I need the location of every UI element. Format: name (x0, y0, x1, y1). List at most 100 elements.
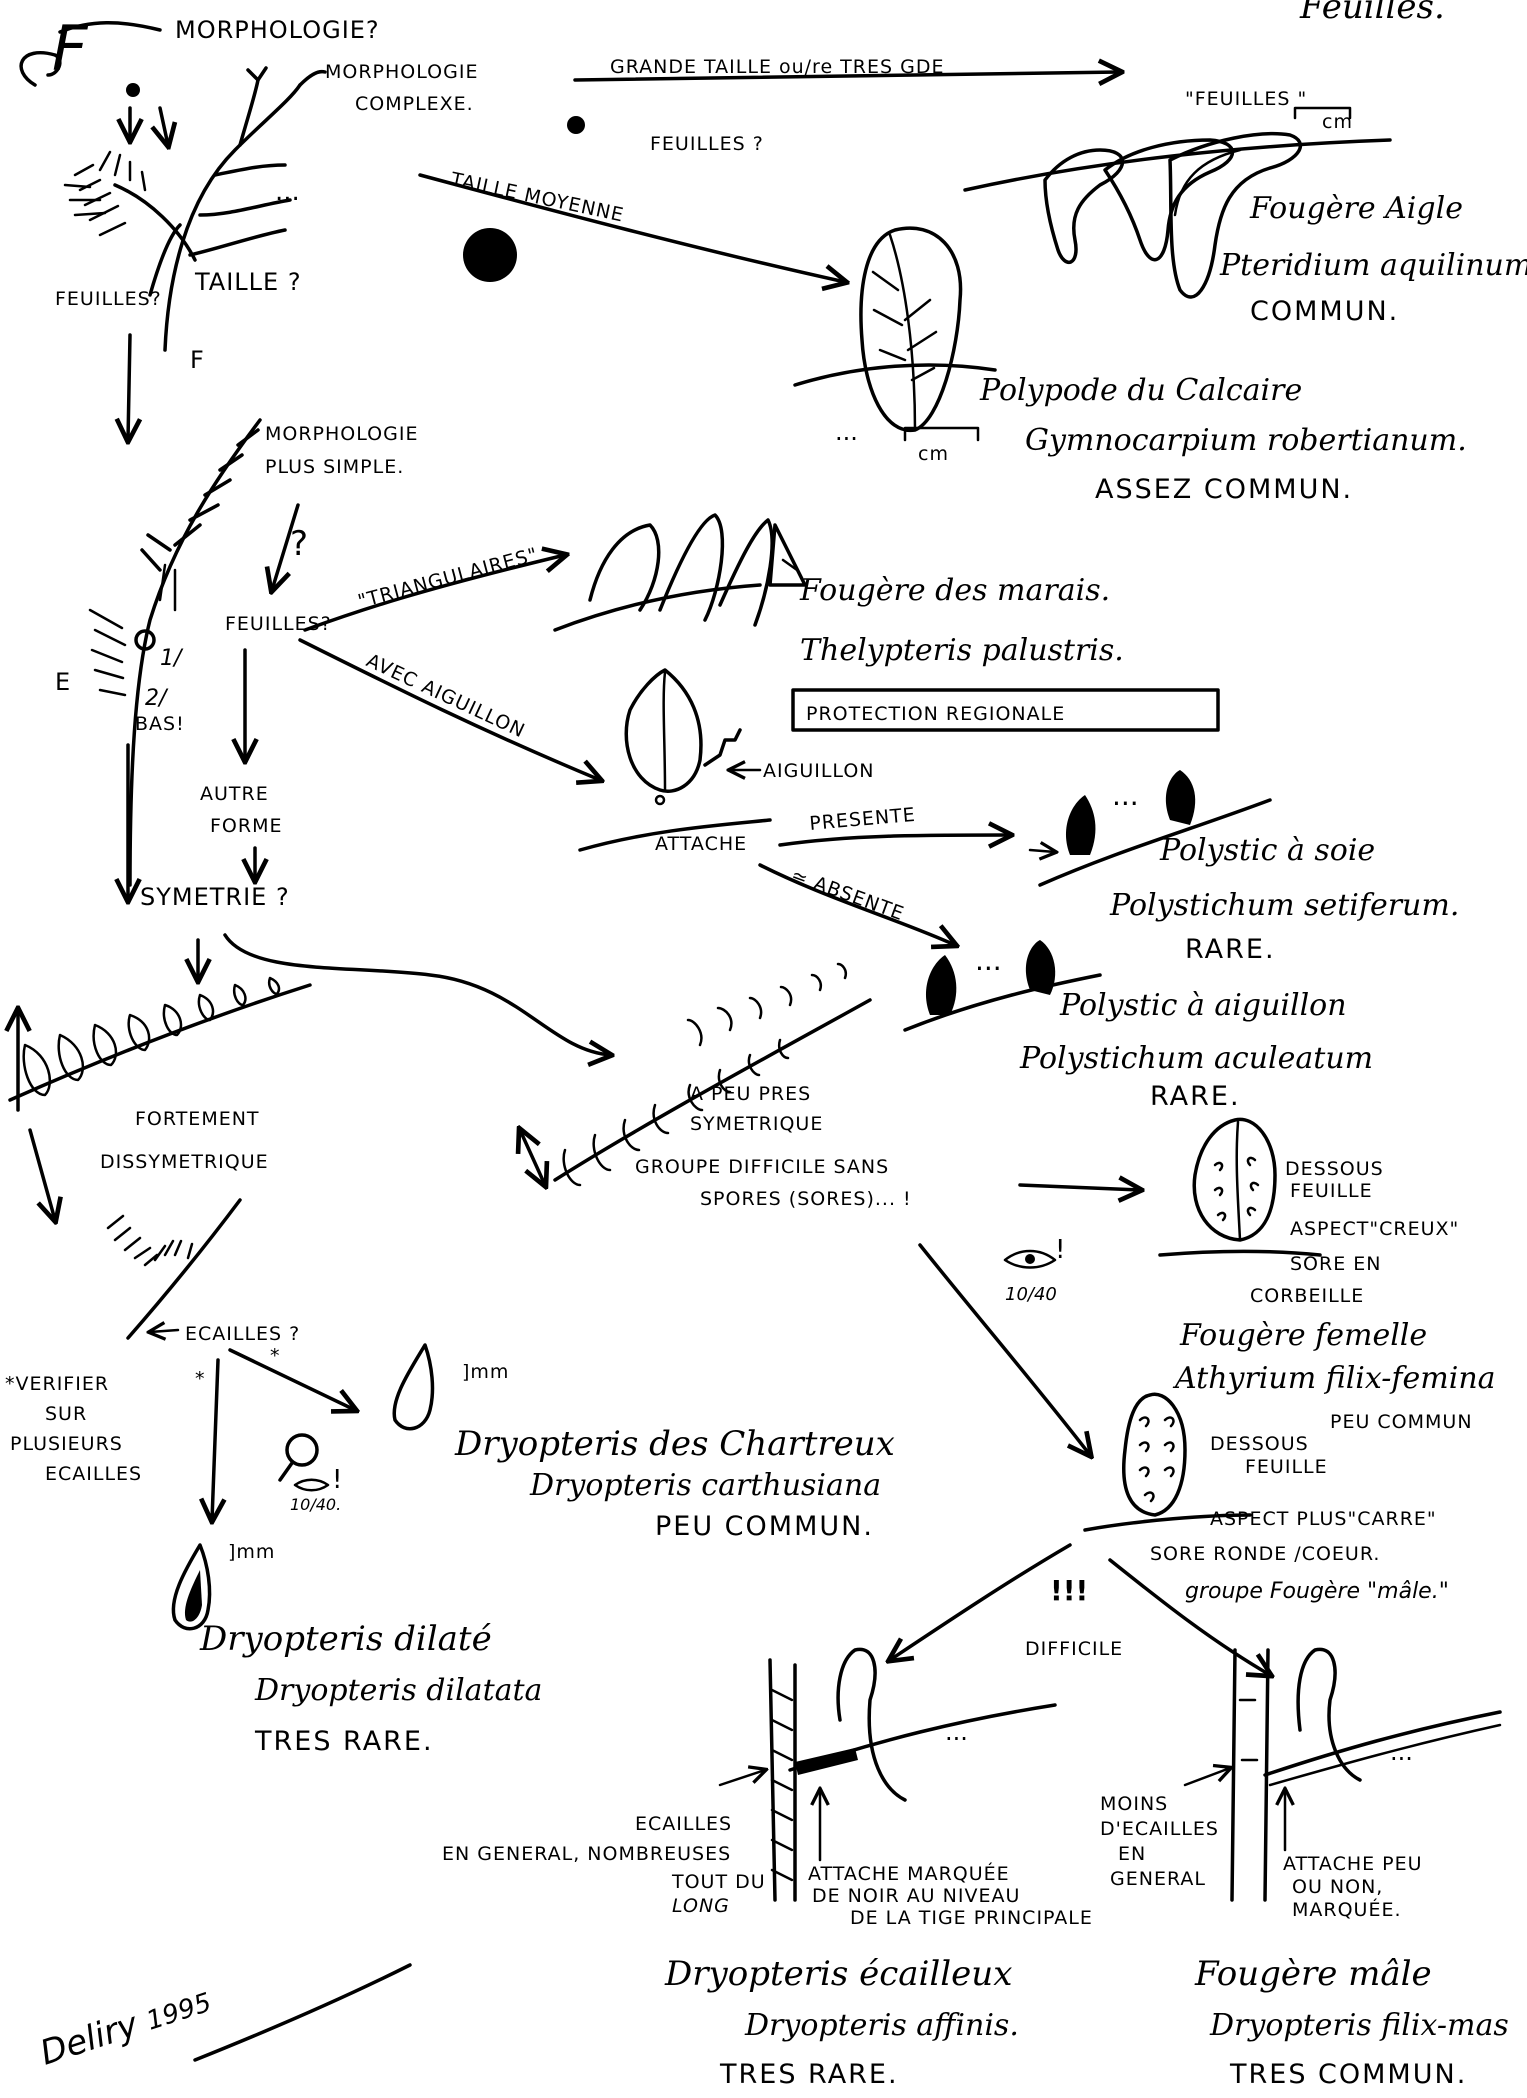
arrow-asymmetric (28, 1128, 55, 1220)
signature: Deliry 1995 (35, 1963, 412, 2074)
right-attach-1: ATTACHE PEU (1283, 1853, 1423, 1875)
right-scales-2: D'ECAILLES (1100, 1818, 1219, 1840)
left-attach-2: DE NOIR AU NIVEAU (812, 1885, 1020, 1907)
triangular-label: "TRIANGULAIRES" (356, 544, 541, 613)
setiferum-common: Polystic à soie (1159, 833, 1375, 868)
arrow-scales (150, 1330, 180, 1332)
large-dot (463, 228, 517, 282)
athyrium-common: Fougère femelle (1179, 1318, 1427, 1353)
lady-fern-underside-sketch (1158, 1117, 1322, 1257)
arrow-present (778, 835, 1010, 845)
dots: ... (1390, 1738, 1413, 1766)
affinis-latin: Dryopteris affinis. (744, 2008, 1019, 2043)
arrow-symmetric (223, 933, 610, 1055)
group-label-1: GROUPE DIFFICILE SANS (635, 1156, 889, 1178)
pteridium-latin: Pteridium aquilinum. (1219, 248, 1527, 283)
exclamation-2: ! (332, 1465, 342, 1495)
arrow-scales-left (718, 1770, 765, 1787)
leaves-question-3: FEUILLES? (225, 613, 332, 635)
arrow-medium (418, 173, 845, 282)
sore-basket-1: SORE EN (1290, 1253, 1381, 1275)
present-label: PRESENTE (809, 804, 917, 835)
underside-1b: FEUILLE (1290, 1180, 1373, 1202)
verify-2: SUR (45, 1403, 87, 1425)
scaly-male-fern-detail (768, 1647, 1057, 1902)
group-label-2: SPORES (SORES)... ! (700, 1188, 912, 1210)
left-attach-3: DE LA TIGE PRINCIPALE (850, 1907, 1093, 1929)
needle-pinnule-sketch (624, 668, 742, 806)
attach-line (578, 818, 772, 852)
step-one: 1/ (160, 646, 184, 671)
other-shape-2: FORME (210, 815, 282, 837)
dark-scale-fill (184, 1570, 202, 1622)
underside-1a: DESSOUS (1285, 1158, 1384, 1180)
thelypteris-latin: Thelypteris palustris. (800, 633, 1124, 668)
aspect-square: ASPECT PLUS"CARRE" (1210, 1508, 1437, 1530)
arrow-needle (298, 638, 600, 780)
dilatata-common: Dryopteris dilaté (199, 1619, 492, 1659)
pteridium-status: COMMUN. (1250, 296, 1399, 327)
cm-bracket (1293, 106, 1352, 120)
arrow-simpler (272, 503, 300, 590)
symmetric-label: SYMETRIQUE (690, 1113, 823, 1135)
complex-fern-sketch (63, 66, 327, 352)
arrow-athyrium (1018, 1185, 1140, 1190)
medium-dot (567, 116, 585, 134)
hard-shield-sketch (903, 940, 1102, 1032)
arrow-down-main (128, 333, 130, 440)
arrow-filixmas (1108, 1558, 1270, 1675)
dilatata-latin: Dryopteris dilatata (254, 1673, 542, 1708)
marsh-fern-sketch (553, 513, 807, 632)
setiferum-latin: Polystichum setiferum. (1109, 888, 1459, 923)
other-shape-1: AUTRE (200, 783, 269, 805)
difficult-label: DIFFICILE (1025, 1638, 1123, 1660)
simpler-morph-1: MORPHOLOGIE (265, 423, 418, 445)
step-two: 2/ (145, 686, 169, 711)
gymnocarpium-status: ASSEZ COMMUN. (1095, 474, 1353, 505)
affinis-common: Dryopteris écailleux (664, 1954, 1012, 1994)
right-scales-1: MOINS (1100, 1793, 1168, 1815)
filixmas-latin: Dryopteris filix-mas (1209, 2008, 1509, 2043)
star-marker: * (195, 1368, 206, 1390)
mm-bracket-2: ]mm (228, 1541, 275, 1563)
loupe-ratio: 10/40. (290, 1495, 341, 1514)
arrow-scales-right (1183, 1768, 1230, 1787)
sore-basket-2: CORBEILLE (1250, 1285, 1364, 1307)
arrow-dilatata (212, 1358, 218, 1520)
verify-4: ECAILLES (45, 1463, 142, 1485)
left-scales-2: EN GENERAL, NOMBREUSES (442, 1843, 731, 1865)
eye-icon (1003, 1249, 1057, 1269)
aiguillon-label: AIGUILLON (763, 760, 875, 782)
dark-scale-sketch (171, 1543, 212, 1631)
simpler-morph-2: PLUS SIMPLE. (265, 456, 404, 478)
start-letter: F (19, 12, 162, 87)
bas-label: BAS! (135, 713, 185, 735)
soft-shield-sketch (1028, 770, 1272, 887)
size-question: TAILLE ? (194, 268, 302, 296)
arrow-male-group (918, 1243, 1090, 1455)
thelypteris-status: PROTECTION REGIONALE (806, 703, 1065, 725)
symmetry-question: SYMETRIE ? (140, 883, 290, 911)
arrow-affinis (890, 1543, 1072, 1660)
right-attach-3: MARQUÉE. (1292, 1898, 1402, 1921)
needle-label: AVEC AIGUILLON (363, 650, 529, 743)
arrow-carthusiana (228, 1348, 355, 1410)
warning-marks: !!! (1050, 1574, 1088, 1607)
asymmetric-frond-sketch (10, 976, 312, 1112)
nearly-label: A PEU PRES (690, 1083, 811, 1105)
setiferum-status: RARE. (1185, 934, 1276, 965)
arrow-absent (758, 863, 955, 945)
asymmetric-label: DISSYMETRIQUE (100, 1151, 269, 1173)
protection-box (791, 688, 1220, 732)
question-mark: ? (290, 524, 308, 564)
bracken-frond-sketch (963, 131, 1392, 299)
carthusiana-common: Dryopteris des Chartreux (454, 1424, 895, 1464)
left-attach-1: ATTACHE MARQUÉE (808, 1862, 1010, 1885)
left-scales-1: ECAILLES (635, 1813, 732, 1835)
eye-ratio: 10/40 (1005, 1284, 1057, 1305)
right-scales-3: EN (1118, 1843, 1146, 1865)
carthusiana-status: PEU COMMUN. (655, 1511, 874, 1542)
underside-2b: FEUILLE (1245, 1456, 1328, 1478)
leaves-quoted: "FEUILLES " (1185, 88, 1307, 110)
